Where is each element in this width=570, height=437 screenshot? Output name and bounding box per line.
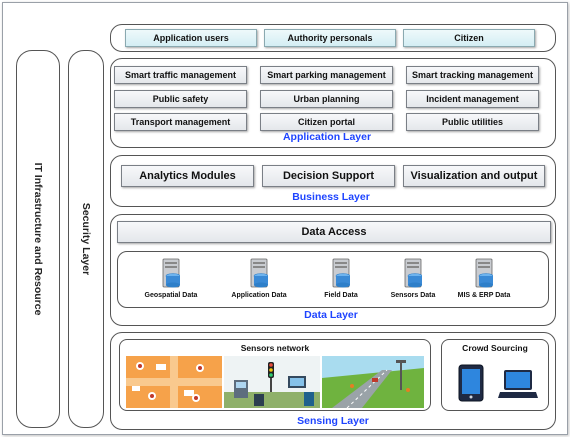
application-layer: Smart traffic management Smart parking m…: [110, 58, 556, 148]
module-citizen-portal: Citizen portal: [260, 113, 393, 131]
store-label-field: Field Data: [324, 292, 358, 299]
mis-erp-database-icon: [475, 258, 493, 288]
store-label-mis-erp: MIS & ERP Data: [457, 292, 511, 299]
traffic-map-image: [126, 356, 222, 408]
module-urban-planning: Urban planning: [260, 90, 393, 108]
tablet-icon: [458, 364, 484, 402]
business-layer: Analytics Modules Decision Support Visua…: [110, 155, 556, 207]
geospatial-database-icon: [162, 258, 180, 288]
business-layer-title: Business Layer: [292, 191, 370, 203]
module-smart-traffic: Smart traffic management: [114, 66, 247, 84]
module-public-utilities: Public utilities: [406, 113, 539, 131]
data-layer: Data Access Geospatial Data Appli: [110, 214, 556, 326]
it-infrastructure-pillar: IT Infrastructure and Resource: [16, 50, 60, 428]
sensors-network-panel: Sensors network: [119, 339, 431, 411]
sensing-layer-title: Sensing Layer: [297, 415, 369, 427]
store-label-sensors: Sensors Data: [390, 292, 436, 299]
sensors-network-title: Sensors network: [240, 343, 310, 353]
application-database-icon: [250, 258, 268, 288]
module-smart-parking: Smart parking management: [260, 66, 393, 84]
road-field-image: [322, 356, 424, 408]
module-incident-management: Incident management: [406, 90, 539, 108]
security-layer-label: Security Layer: [80, 202, 92, 276]
module-smart-tracking: Smart tracking management: [406, 66, 539, 84]
security-layer-pillar: Security Layer: [68, 50, 104, 428]
analytics-modules: Analytics Modules: [121, 165, 254, 187]
sensor-devices-image: [224, 356, 320, 408]
module-public-safety: Public safety: [114, 90, 247, 108]
field-database-icon: [332, 258, 350, 288]
users-row: Application users Authority personals Ci…: [110, 24, 556, 52]
sensing-layer: Sensors network: [110, 332, 556, 430]
data-layer-title: Data Layer: [304, 309, 358, 321]
user-authority-personals: Authority personals: [264, 29, 396, 47]
crowd-sourcing-panel: Crowd Sourcing: [441, 339, 549, 411]
sensors-database-icon: [404, 258, 422, 288]
module-transport-management: Transport management: [114, 113, 247, 131]
application-layer-title: Application Layer: [282, 131, 372, 143]
decision-support: Decision Support: [262, 165, 395, 187]
laptop-icon: [498, 370, 538, 398]
visualization-output: Visualization and output: [403, 165, 545, 187]
it-infrastructure-label: IT Infrastructure and Resource: [32, 162, 44, 316]
data-access-bar: Data Access: [117, 221, 551, 243]
store-label-geospatial: Geospatial Data: [144, 292, 198, 299]
user-application-users: Application users: [125, 29, 257, 47]
crowd-sourcing-title: Crowd Sourcing: [462, 343, 528, 353]
store-label-application: Application Data: [231, 292, 287, 299]
user-citizen: Citizen: [403, 29, 535, 47]
